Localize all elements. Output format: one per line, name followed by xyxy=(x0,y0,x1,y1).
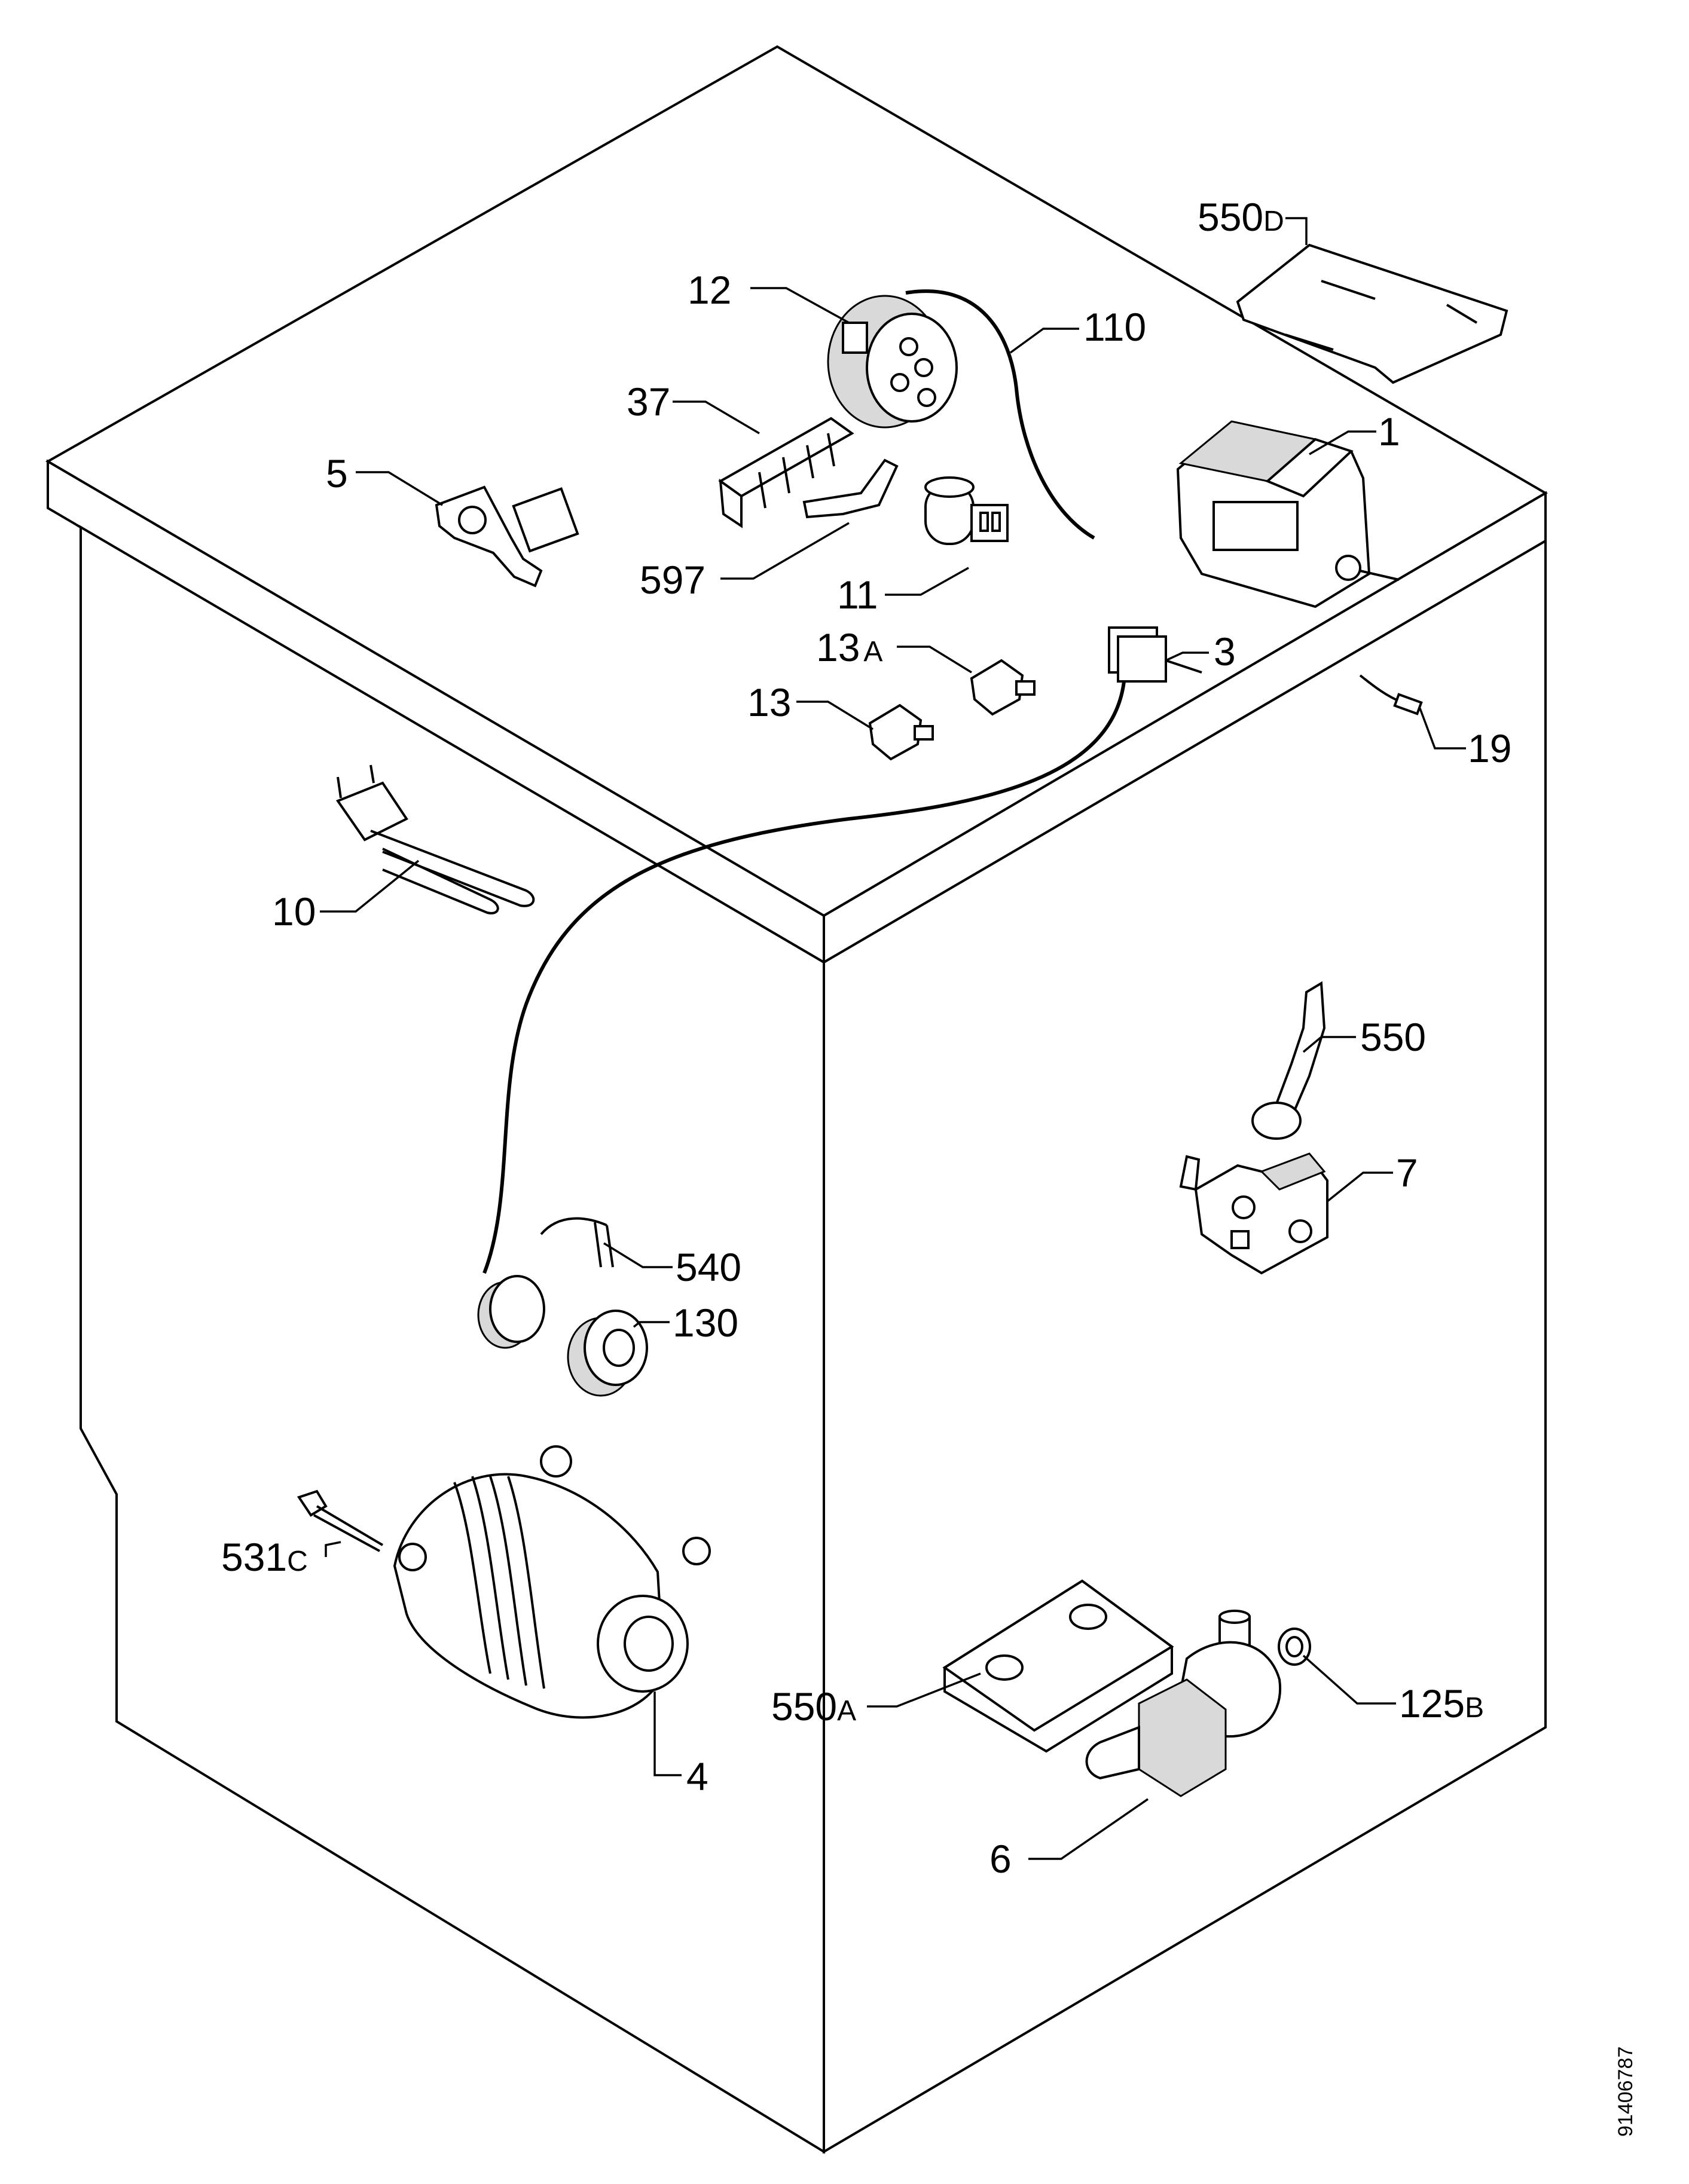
part-3-cable xyxy=(482,681,1126,1274)
leader-lines xyxy=(320,217,1466,1860)
callout-550d: 550D xyxy=(1198,195,1284,239)
part-4-motor xyxy=(393,1445,711,1719)
callout-125b: 125B xyxy=(1399,1681,1484,1726)
part-110-hose xyxy=(905,289,1095,540)
callout-110: 110 xyxy=(1083,305,1146,349)
callout-13: 13 xyxy=(747,680,791,724)
part-597-clip xyxy=(802,458,899,519)
part-13-connector xyxy=(868,703,934,761)
part-12-pressure-switch xyxy=(827,295,958,429)
appliance-cabinet xyxy=(45,45,1548,2154)
callout-540: 540 xyxy=(676,1245,741,1289)
callout-130: 130 xyxy=(673,1301,738,1345)
callout-6: 6 xyxy=(989,1837,1012,1881)
part-3-switch xyxy=(1108,626,1202,683)
callout-10: 10 xyxy=(272,889,316,934)
part-11-capacitor xyxy=(924,476,1009,545)
part-125b-seal xyxy=(1278,1628,1311,1666)
callout-4: 4 xyxy=(686,1754,708,1798)
part-550a-cover xyxy=(942,1579,1174,1753)
part-6-drain-pump xyxy=(1085,1610,1282,1797)
callout-550a: 550A xyxy=(771,1684,856,1729)
callout-597: 597 xyxy=(640,558,705,602)
cabinet-right-panel xyxy=(823,539,1547,2154)
callout-1: 1 xyxy=(1378,409,1400,454)
part-19-sensor xyxy=(1359,674,1423,715)
callout-5: 5 xyxy=(326,451,348,495)
part-550-lever xyxy=(1251,981,1326,1140)
part-130-bung xyxy=(567,1310,648,1397)
callout-37: 37 xyxy=(627,380,670,424)
callout-550: 550 xyxy=(1360,1015,1426,1059)
callout-11: 11 xyxy=(837,573,878,617)
part-37-terminal-block xyxy=(718,417,854,528)
callout-19: 19 xyxy=(1468,726,1511,770)
callout-12: 12 xyxy=(688,268,731,312)
part-550d-cover-plate xyxy=(1236,243,1508,384)
part-5-inlet-valve xyxy=(435,485,579,588)
callout-7: 7 xyxy=(1396,1151,1418,1195)
part-7-door-interlock xyxy=(1179,1152,1328,1275)
callout-531c: 531C xyxy=(221,1535,308,1579)
callout-3: 3 xyxy=(1214,629,1236,674)
part-531c-screw xyxy=(297,1489,384,1552)
document-number: 91406787 xyxy=(1614,2047,1637,2137)
part-13a-connector xyxy=(970,659,1036,716)
part-cable-grommet xyxy=(477,1275,545,1349)
part-1-programme-timer xyxy=(1176,420,1400,608)
part-10-heating-element xyxy=(335,764,535,914)
